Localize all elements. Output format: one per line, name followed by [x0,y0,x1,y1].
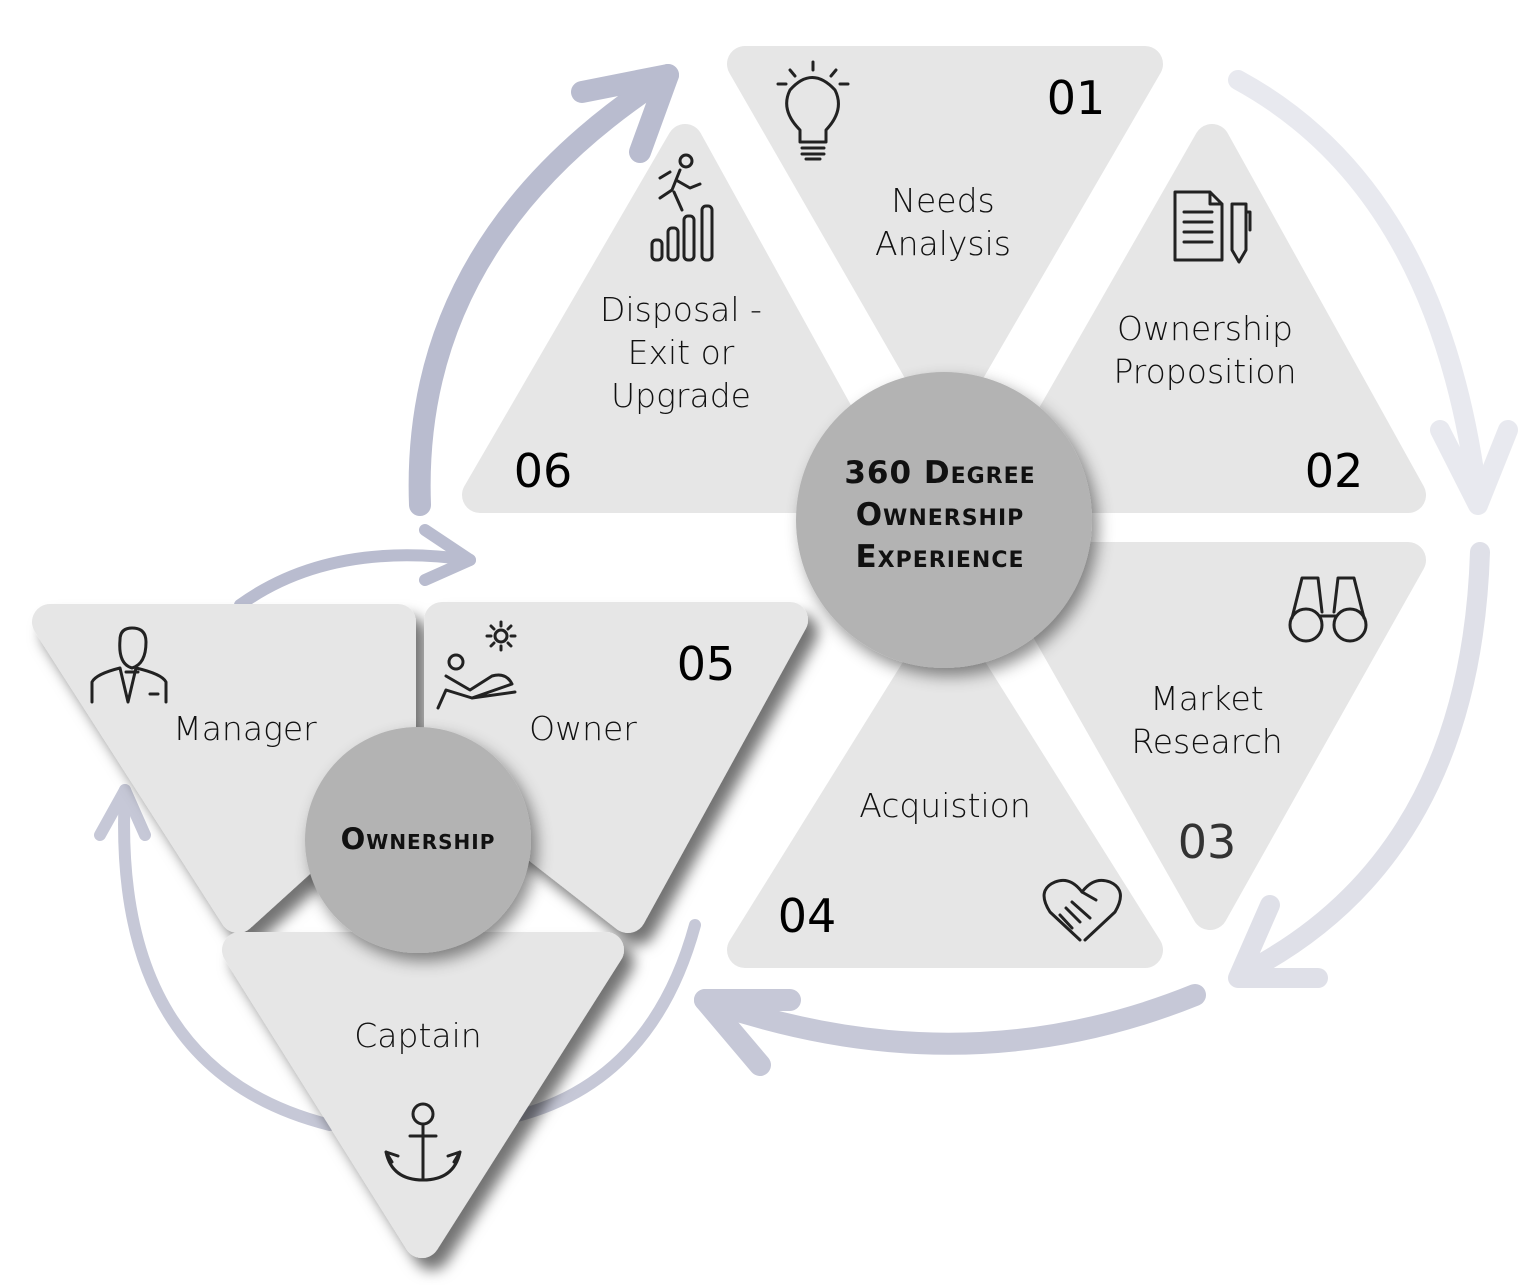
lightbulb-icon [776,60,850,161]
role-segment-captain[interactable] [222,932,624,1258]
role-segment-owner[interactable] [424,602,808,933]
step-label-06-line-2: Exit or [628,333,735,372]
segment-06[interactable] [462,124,898,513]
segment-04[interactable] [727,612,1163,968]
ownership-circle [305,727,531,953]
anchor-icon [384,1102,462,1182]
arrow-bottom [694,984,1206,1055]
segment-01[interactable] [727,46,1163,428]
step-label-04: Acquistion [859,786,1031,825]
step-label-01-line-2: Analysis [875,224,1011,263]
arrow-small-right [494,919,701,1126]
arrow-small-left [118,784,336,1131]
segment-03[interactable] [992,542,1426,930]
step-number-02: 02 [1305,444,1364,498]
role-label-captain: Captain [354,1016,481,1055]
arrow-right-bottom [1230,542,1490,985]
center-title-line-3: Experience [855,539,1024,575]
document-pen-icon [1173,190,1252,264]
binoculars-icon [1288,576,1368,643]
step-number-03: 03 [1178,815,1237,869]
handshake-icon [1042,878,1122,942]
role-label-owner: Owner [529,709,637,748]
ownership-title: Ownership [341,822,496,856]
step-number-01: 01 [1047,71,1106,125]
cycle-arrows [94,64,1518,1131]
businessman-icon [90,626,168,704]
step-label-03-line-2: Research [1131,722,1282,761]
step-label-02-line-2: Proposition [1113,352,1296,391]
arrow-right-top [1228,70,1488,510]
center-title-line-1: 360 Degree [844,455,1035,491]
role-label-manager: Manager [173,709,317,748]
center-circle [796,372,1092,668]
relaxing-sun-icon [436,620,517,710]
step-label-06-line-3: Upgrade [611,376,751,415]
step-label-06-line-1: Disposal - [600,290,762,329]
segment-02[interactable] [992,124,1426,513]
climbing-bars-icon [650,153,714,262]
arrow-small-top [234,549,476,611]
step-number-06: 06 [514,444,573,498]
step-number-04: 04 [778,889,837,943]
step-number-05: 05 [677,637,736,691]
ownership-group [32,602,808,1258]
arrow-left-up [408,64,679,516]
step-label-01-line-1: Needs [891,181,994,220]
center-title-line-2: Ownership [856,497,1025,533]
step-label-03-line-1: Market [1150,679,1263,718]
step-label-02-line-1: Ownership [1117,309,1293,348]
